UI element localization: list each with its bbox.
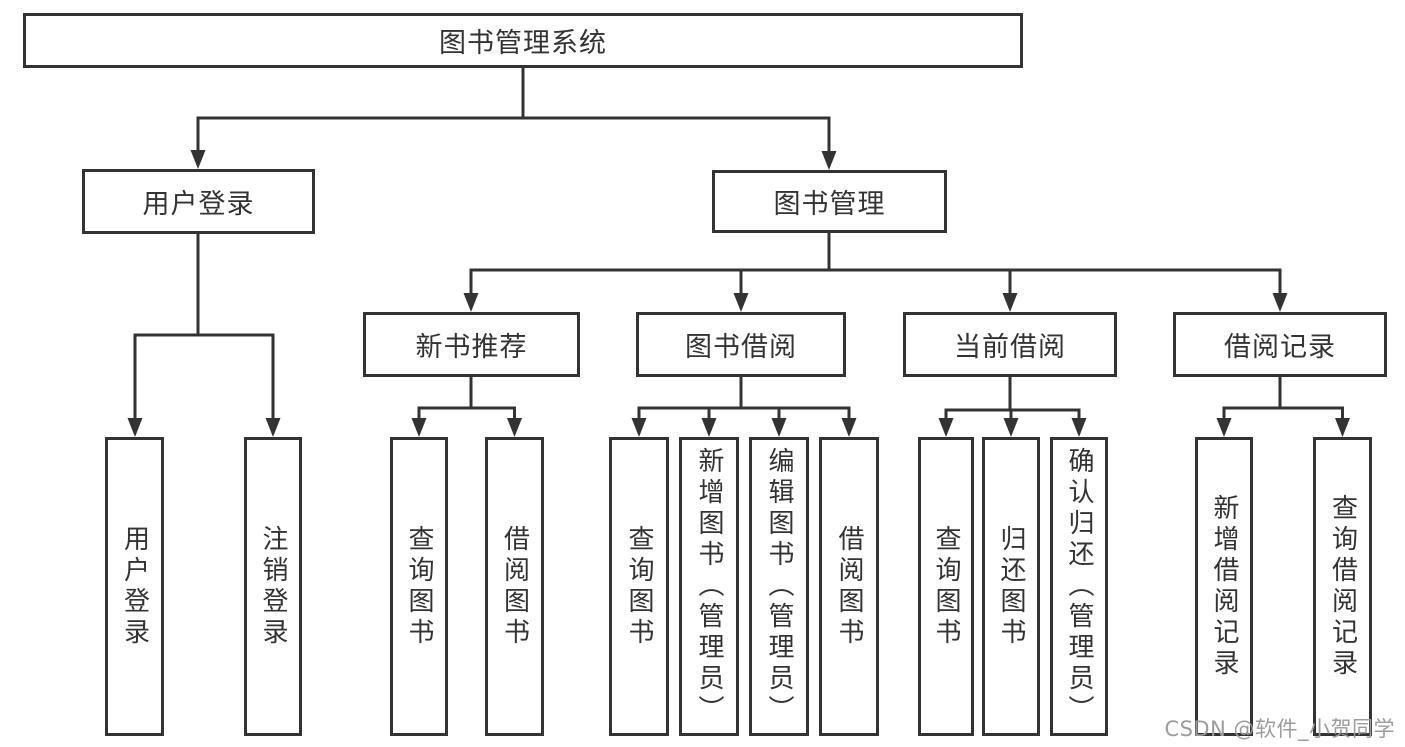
leaf-query-borrow-record: 查询借阅记录 [1313,437,1372,736]
node-label: 编辑图书（管理员） [764,447,794,726]
node-label: 图书借阅 [685,332,797,363]
node-label: 图书管理系统 [439,28,607,59]
leaf-user-login: 用户登录 [105,437,164,736]
node-book-borrowing: 图书借阅 [636,312,846,377]
leaf-add-borrow-record: 新增借阅记录 [1195,437,1253,736]
node-label: 注销登录 [258,524,288,649]
connector-userlogin-to-leaves [133,234,275,421]
node-label: 查询图书 [931,524,961,649]
leaf-query-books: 查询图书 [390,437,448,736]
node-label: 用户登录 [142,189,255,220]
watermark-text: CSDN @软件_小贺同学 [1164,717,1395,741]
leaf-edit-books-admin: 编辑图书（管理员） [749,437,809,736]
leaf-query-books: 查询图书 [918,437,974,736]
arrowheads [127,150,1350,437]
node-label: 借阅记录 [1224,332,1336,363]
node-label: 查询图书 [624,524,654,649]
node-label: 借阅图书 [499,524,530,649]
connector-bookmgmt-to-level3 [469,233,1282,296]
node-user-login: 用户登录 [82,169,315,234]
node-label: 图书管理 [773,189,886,220]
leaf-confirm-return-admin: 确认归还（管理员） [1050,437,1108,736]
node-borrowing-records: 借阅记录 [1173,312,1387,377]
node-label: 新书推荐 [415,332,528,363]
node-label: 新增借阅记录 [1209,493,1239,680]
node-label: 当前借阅 [954,332,1066,363]
connector-borrowrec-to-leaves [1222,377,1344,421]
connector-root-to-level2 [196,68,831,153]
leaf-query-books: 查询图书 [609,437,669,736]
connector-newbook-to-leaves [417,377,516,421]
leaf-return-books: 归还图书 [982,437,1040,736]
leaf-borrow-books: 借阅图书 [485,437,544,736]
node-label: 借阅图书 [834,524,864,649]
node-label: 归还图书 [996,524,1026,649]
node-book-management: 图书管理 [712,170,947,233]
node-label: 用户登录 [119,524,150,649]
node-label: 确认归还（管理员） [1064,447,1094,726]
node-library-management-system: 图书管理系统 [23,13,1023,68]
connector-curborrow-to-leaves [944,377,1081,421]
node-label: 新增图书（管理员） [694,447,724,726]
connector-bookborrow-to-leaves [637,377,851,421]
leaf-logout: 注销登录 [244,437,302,736]
node-label: 查询借阅记录 [1327,493,1358,680]
node-current-borrowing: 当前借阅 [903,312,1117,377]
leaf-add-books-admin: 新增图书（管理员） [679,437,739,736]
node-label: 查询图书 [404,524,434,649]
node-new-book-recommendation: 新书推荐 [363,312,580,377]
leaf-borrow-books: 借阅图书 [819,437,879,736]
